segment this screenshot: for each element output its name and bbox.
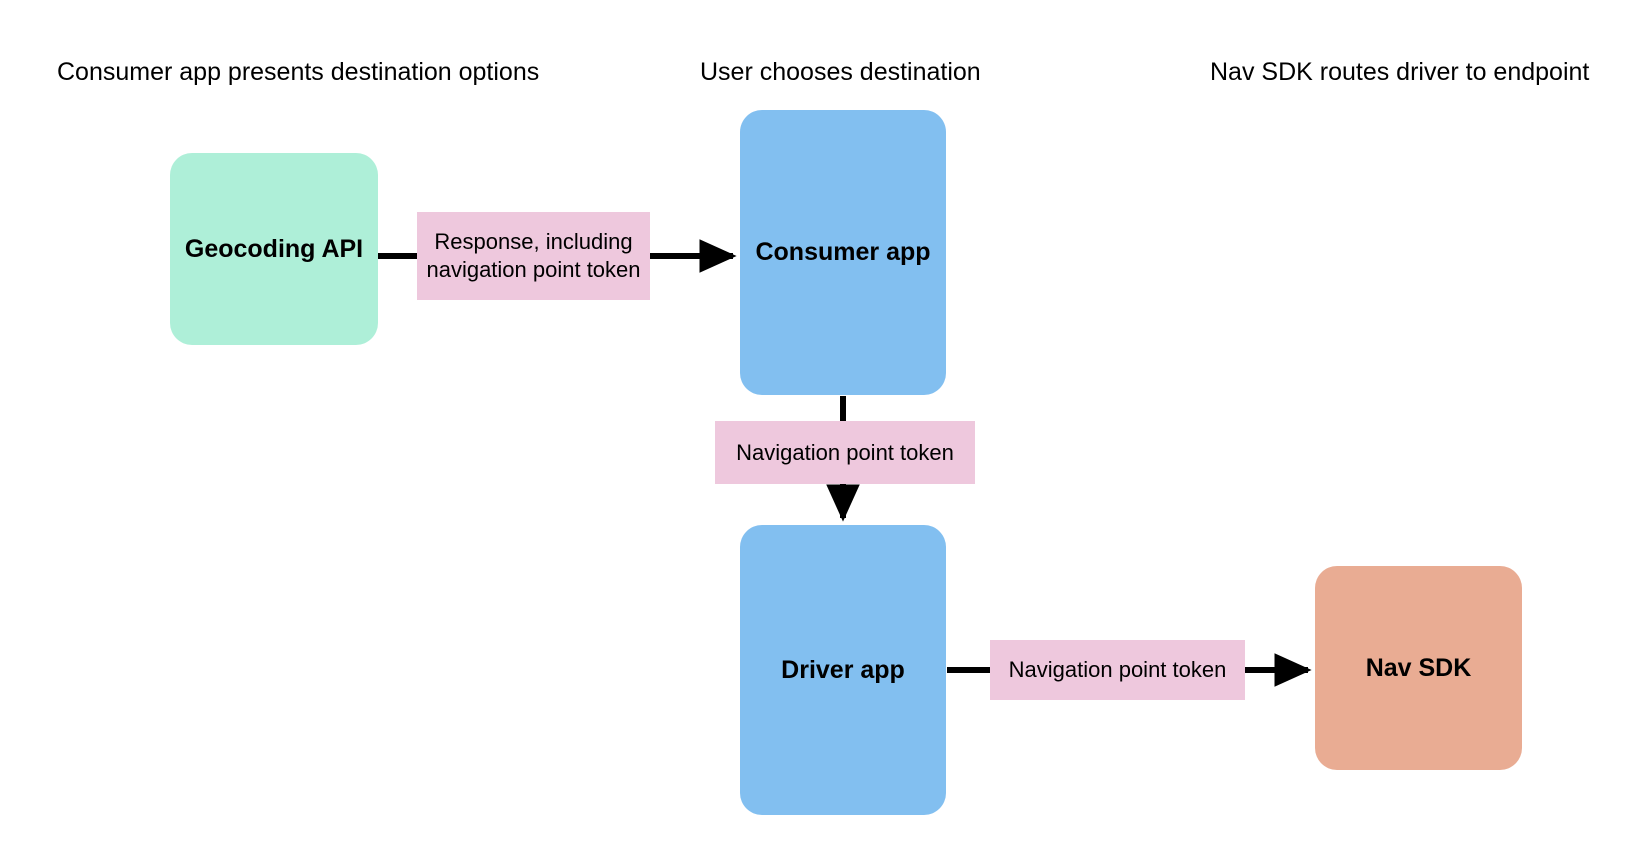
- node-driver-app-label: Driver app: [781, 655, 905, 684]
- column-header-user-chooses: User chooses destination: [700, 58, 981, 86]
- node-consumer-app-label: Consumer app: [755, 238, 931, 266]
- column-header-nav-sdk: Nav SDK routes driver to endpoint: [1210, 58, 1590, 86]
- node-geocoding-api[interactable]: Geocoding API: [170, 153, 378, 345]
- node-consumer-app[interactable]: Consumer app: [740, 110, 946, 395]
- edge-label-navigation-point-token-consumer-driver: Navigation point token: [715, 421, 975, 484]
- edge-label-token-horizontal-text: Navigation point token: [1008, 657, 1227, 682]
- edge-label-response-text: Response, including navigation point tok…: [426, 229, 641, 282]
- node-nav-sdk[interactable]: Nav SDK: [1315, 566, 1522, 770]
- edge-label-navigation-point-token-driver-navsdk: Navigation point token: [990, 640, 1245, 700]
- node-geocoding-api-label: Geocoding API: [184, 234, 364, 263]
- edge-label-response-including-navigation-point-token: Response, including navigation point tok…: [417, 212, 650, 300]
- column-header-consumer-app: Consumer app presents destination option…: [57, 58, 540, 86]
- node-driver-app[interactable]: Driver app: [740, 525, 946, 815]
- node-nav-sdk-label: Nav SDK: [1365, 653, 1472, 682]
- edge-label-token-vertical-text: Navigation point token: [736, 439, 954, 465]
